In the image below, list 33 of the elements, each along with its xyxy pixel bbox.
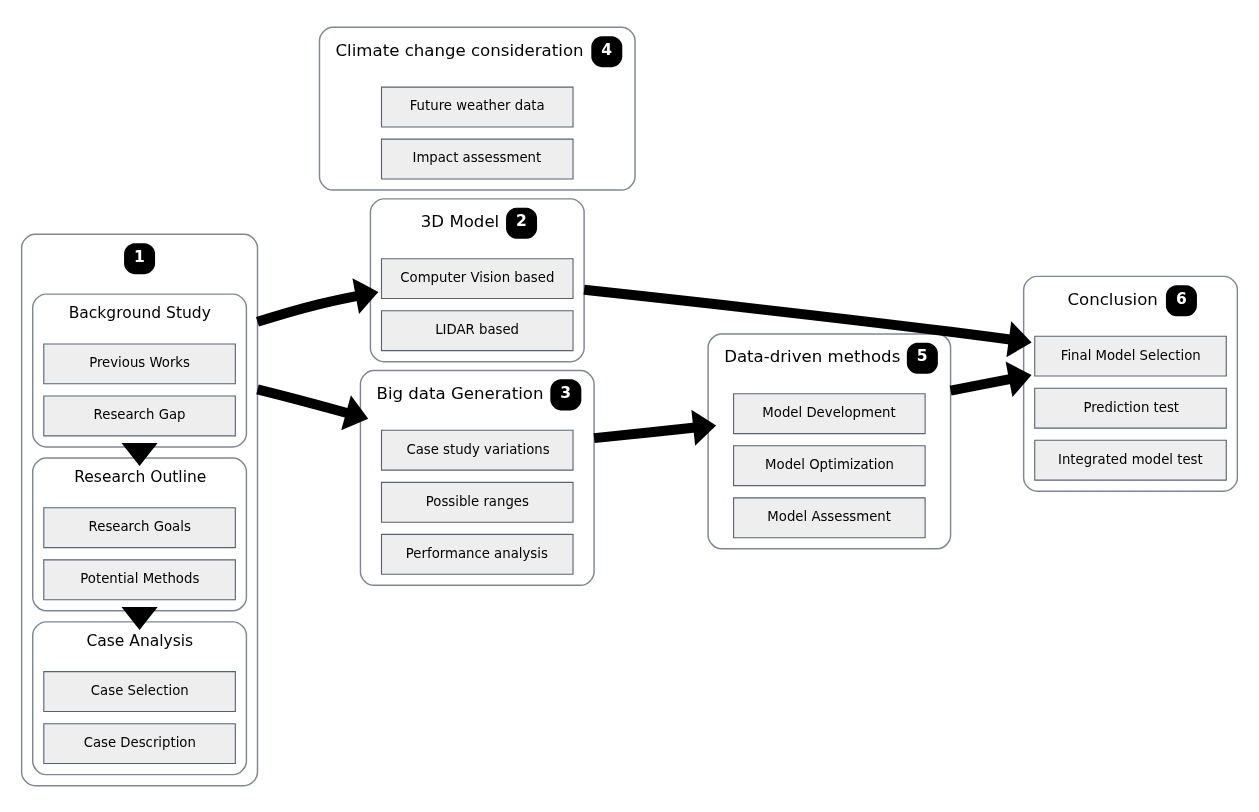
cluster [20, 233, 259, 786]
node-box: Research Goals [43, 506, 236, 548]
node-box: Performance analysis [380, 533, 574, 575]
node-label: 4 [601, 40, 613, 59]
node-box: Potential Methods [43, 558, 236, 600]
node-box: Case Description [43, 722, 236, 764]
arrow [256, 277, 379, 327]
node-box: Prediction test [1034, 387, 1227, 429]
node-box: Future weather data [380, 86, 574, 127]
node-box: Previous Works [43, 342, 236, 384]
node-box: Model Optimization [733, 444, 926, 486]
node-box: Integrated model test [1034, 439, 1227, 481]
node-box: Model Assessment [733, 496, 926, 538]
node-box: Case study variations [380, 429, 574, 471]
node-box: Case Selection [43, 670, 236, 712]
arrow [593, 409, 717, 446]
arrow [121, 442, 158, 466]
node-box: Possible ranges [380, 481, 574, 523]
arrow [583, 284, 1032, 357]
node-box: Computer Vision based [380, 257, 574, 299]
node-label: 3 [560, 383, 572, 402]
arrow [121, 606, 158, 630]
node-label: 5 [916, 346, 928, 365]
node-label: 1 [134, 247, 145, 266]
node-box: Final Model Selection [1034, 335, 1227, 377]
node-box: Research Gap [43, 394, 236, 436]
arrow [949, 361, 1032, 397]
node-box: LIDAR based [380, 309, 574, 351]
node-box: Impact assessment [380, 138, 574, 180]
node-label: 6 [1175, 289, 1187, 308]
node-label: 2 [516, 211, 527, 230]
node-box: Model Development [733, 392, 926, 434]
arrow [256, 384, 369, 430]
